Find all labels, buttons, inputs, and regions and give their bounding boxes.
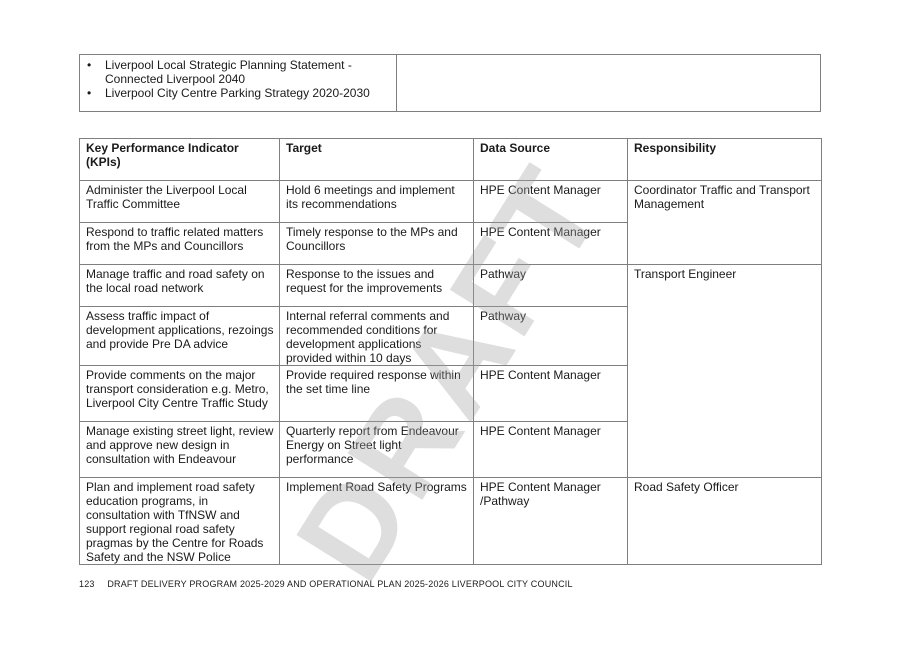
responsibility-cell: Transport Engineer [627, 264, 822, 478]
target-cell: Quarterly report from Endeavour Energy o… [279, 421, 474, 478]
kpi-cell: Manage existing street light, review and… [79, 421, 280, 478]
empty-cell [396, 54, 821, 112]
table-row: Manage existing street light, review and… [79, 421, 822, 478]
related-plan-item: Liverpool City Centre Parking Strategy 2… [87, 86, 396, 100]
related-plan-item: Liverpool Local Strategic Planning State… [87, 58, 396, 86]
target-cell: Provide required response within the set… [279, 365, 474, 422]
data-source-cell: HPE Content Manager [473, 180, 628, 223]
target-cell: Response to the issues and request for t… [279, 264, 474, 307]
page-number: 123 [79, 579, 95, 589]
responsibility-cell: Road Safety Officer [627, 477, 822, 565]
kpi-cell: Respond to traffic related matters from … [79, 222, 280, 265]
data-source-cell: HPE Content Manager [473, 365, 628, 422]
table-row: Manage traffic and road safety on the lo… [79, 264, 822, 478]
table-row: Assess traffic impact of development app… [79, 306, 822, 366]
data-source-cell: HPE Content Manager /Pathway [473, 477, 628, 565]
kpi-cell: Plan and implement road safety education… [79, 477, 280, 565]
data-source-cell: HPE Content Manager [473, 222, 628, 265]
kpi-table: Key Performance Indicator (KPIs) Target … [79, 138, 822, 565]
header-responsibility: Responsibility [627, 138, 822, 181]
header-data-source: Data Source [473, 138, 628, 181]
target-cell: Implement Road Safety Programs [279, 477, 474, 565]
page-footer: 123 DRAFT DELIVERY PROGRAM 2025-2029 AND… [79, 578, 573, 590]
data-source-cell: HPE Content Manager [473, 421, 628, 478]
data-source-cell: Pathway [473, 264, 628, 307]
target-cell: Internal referral comments and recommend… [279, 306, 474, 366]
table-row: Respond to traffic related matters from … [79, 222, 822, 265]
kpi-cell: Manage traffic and road safety on the lo… [79, 264, 280, 307]
kpi-cell: Administer the Liverpool Local Traffic C… [79, 180, 280, 223]
related-plans-cell: Liverpool Local Strategic Planning State… [79, 54, 397, 112]
target-cell: Hold 6 meetings and implement its recomm… [279, 180, 474, 223]
footer-text: DRAFT DELIVERY PROGRAM 2025-2029 AND OPE… [107, 579, 573, 589]
related-plans-table: Liverpool Local Strategic Planning State… [79, 54, 821, 112]
responsibility-cell: Coordinator Traffic and Transport Manage… [627, 180, 822, 265]
table-row: Provide comments on the major transport … [79, 365, 822, 422]
data-source-cell: Pathway [473, 306, 628, 366]
kpi-table-header-row: Key Performance Indicator (KPIs) Target … [79, 138, 822, 181]
header-target: Target [279, 138, 474, 181]
related-plans-list: Liverpool Local Strategic Planning State… [80, 58, 396, 100]
kpi-cell: Assess traffic impact of development app… [79, 306, 280, 366]
target-cell: Timely response to the MPs and Councillo… [279, 222, 474, 265]
table-row: Plan and implement road safety education… [79, 477, 822, 565]
table-row: Administer the Liverpool Local Traffic C… [79, 180, 822, 265]
kpi-cell: Provide comments on the major transport … [79, 365, 280, 422]
header-kpi: Key Performance Indicator (KPIs) [79, 138, 280, 181]
